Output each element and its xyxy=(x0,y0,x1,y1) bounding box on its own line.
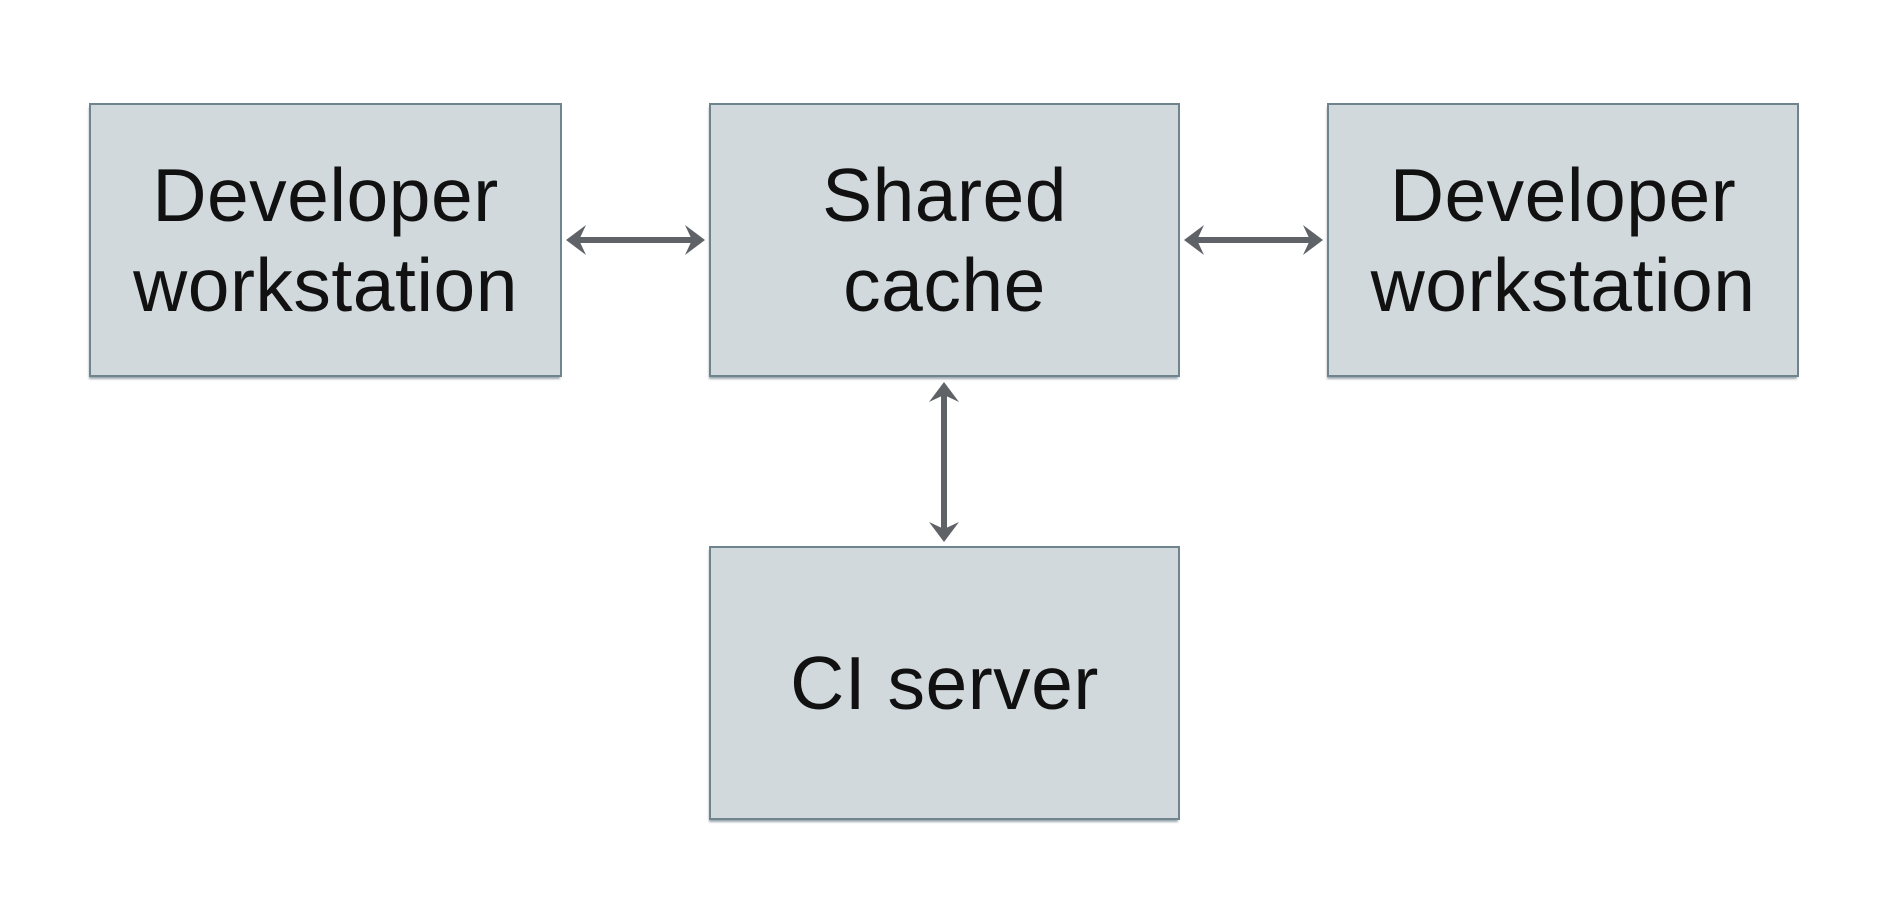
node-label-line: workstation xyxy=(133,243,518,327)
arrow-shaft xyxy=(941,395,947,529)
node-label-line: CI server xyxy=(790,641,1099,725)
arrowhead-right-icon xyxy=(1303,225,1323,255)
arrow-workstation-left-shared-cache xyxy=(566,225,705,255)
node-shared-cache: Shared cache xyxy=(709,103,1180,377)
node-label-line: Developer xyxy=(1389,153,1737,237)
arrowhead-left-icon xyxy=(1184,225,1204,255)
arrow-shared-cache-ci-server xyxy=(929,382,959,542)
arrowhead-down-icon xyxy=(929,522,959,542)
arrowhead-right-icon xyxy=(685,225,705,255)
arrowhead-left-icon xyxy=(566,225,586,255)
node-ci-server: CI server xyxy=(709,546,1180,820)
node-developer-workstation-left: Developer workstation xyxy=(89,103,562,377)
node-developer-workstation-right: Developer workstation xyxy=(1327,103,1799,377)
arrow-shared-cache-workstation-right xyxy=(1184,225,1323,255)
arrowhead-up-icon xyxy=(929,382,959,402)
node-label-line: Developer xyxy=(152,153,499,237)
arrow-shaft xyxy=(1197,237,1310,243)
node-label-line: workstation xyxy=(1370,243,1756,327)
arrow-shaft xyxy=(579,237,692,243)
node-label-line: Shared xyxy=(822,153,1067,237)
node-label-line: cache xyxy=(843,243,1046,327)
